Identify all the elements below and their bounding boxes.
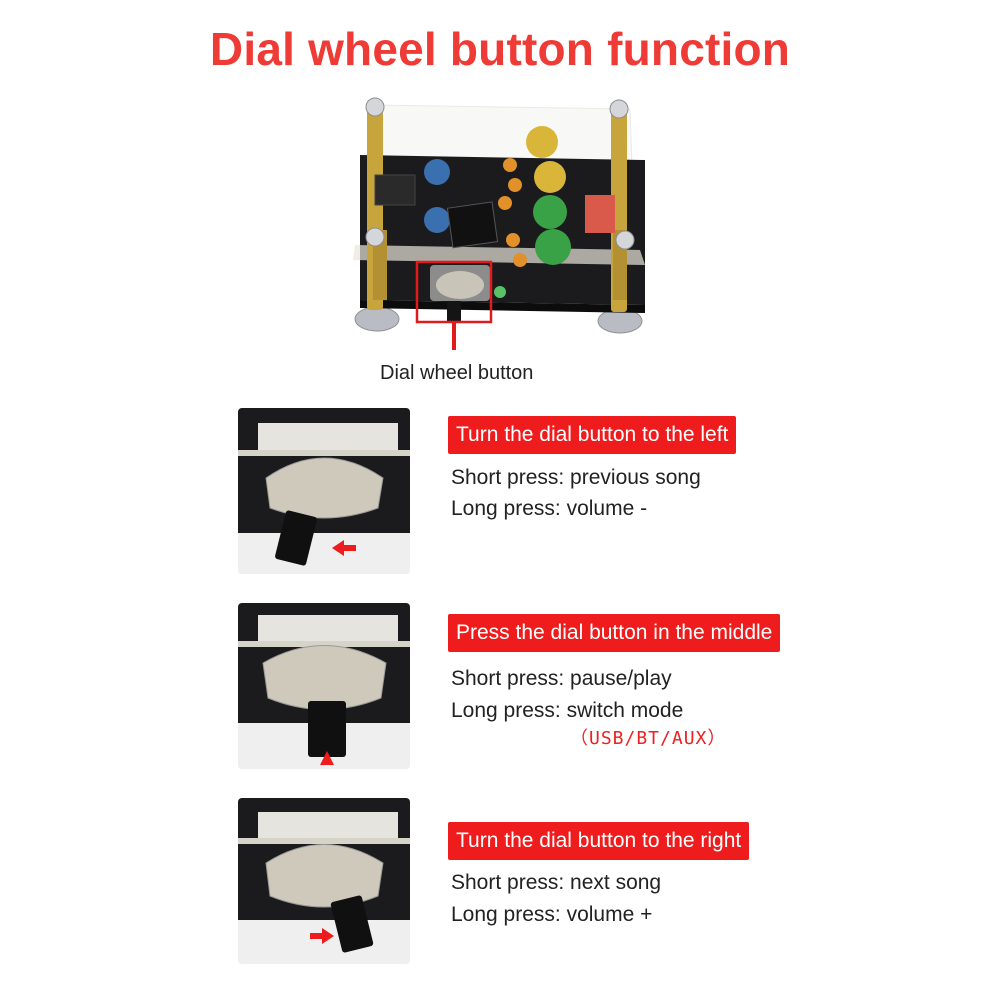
step-left-tag: Turn the dial button to the left xyxy=(448,416,737,454)
dial-callout-label: Dial wheel button xyxy=(380,362,534,384)
step-right-short-press: Short press: next song xyxy=(451,871,662,894)
dial-left-photo xyxy=(238,408,410,574)
step-middle-long-press: Long press: switch mode xyxy=(451,699,684,722)
page-title: Dial wheel button function xyxy=(209,23,791,75)
step-left-long-press: Long press: volume - xyxy=(451,497,648,520)
arrow-up-icon xyxy=(320,751,334,765)
step-middle-short-press: Short press: pause/play xyxy=(451,667,672,690)
step-left-short-press: Short press: previous song xyxy=(451,466,701,489)
step-right-long-press: Long press: volume + xyxy=(451,903,653,926)
step-right-tag: Turn the dial button to the right xyxy=(448,822,750,860)
step-middle-tag: Press the dial button in the middle xyxy=(448,614,781,652)
dial-middle-photo xyxy=(238,603,410,769)
mode-note: （USB/BT/AUX） xyxy=(570,728,727,749)
arrow-left-icon xyxy=(332,540,356,556)
dial-right-photo xyxy=(238,798,410,964)
arrow-right-icon xyxy=(310,928,334,944)
board-illustration xyxy=(345,95,665,350)
